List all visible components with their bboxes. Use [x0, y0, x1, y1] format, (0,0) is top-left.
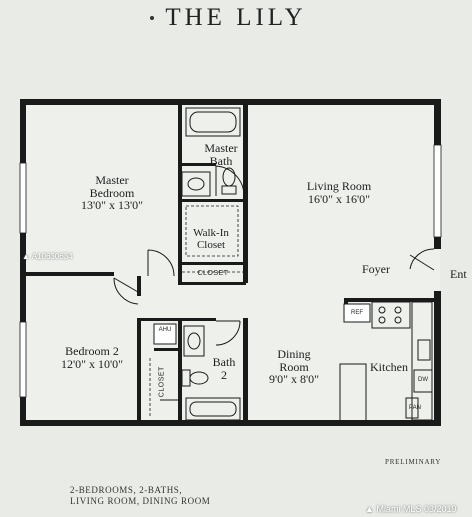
foyer-label: Foyer [362, 262, 390, 276]
tub-bath2 [185, 397, 241, 421]
kitchen-fixtures [339, 301, 433, 423]
bedroom2-closet-label: CLOSET [158, 366, 166, 398]
wall-bedrooms-divider [22, 272, 114, 276]
master-bath-label: Master Bath [204, 141, 238, 168]
mls-logo-icon: ▲ [22, 252, 30, 261]
plan-title: THE LILY [165, 4, 307, 31]
bedroom2-label: Bedroom 2 12'0" x 10'0" [60, 344, 124, 371]
kitchen-sink [417, 339, 431, 361]
dishwasher [413, 369, 433, 393]
refrigerator [343, 303, 371, 323]
kitchen-counter [411, 301, 433, 421]
window-living-room [433, 144, 442, 238]
hall-closet-label: CLOSET [197, 270, 229, 277]
tub-master [185, 107, 241, 137]
master-bedroom-label: Master Bedroom 13'0" x 13'0" [80, 173, 144, 213]
window-bedroom2 [19, 321, 27, 398]
kitchen-label: Kitchen [370, 360, 408, 374]
walk-in-closet-label: Walk-In Closet [193, 227, 229, 251]
dining-room-label: Dining Room 9'0" x 8'0" [268, 347, 320, 387]
pan-label: PAN [409, 405, 421, 411]
window-master-bedroom [19, 162, 27, 234]
kitchen-island [339, 363, 367, 423]
wall-bottom [20, 420, 441, 426]
sink-bath2 [183, 325, 205, 357]
cooktop [371, 301, 411, 329]
sink-master [181, 171, 211, 197]
plan-footer: 2-BEDROOMS, 2-BATHS, LIVING ROOM, DINING… [70, 485, 211, 506]
wall-kitchen-top [344, 298, 436, 302]
wall-right-lower [434, 291, 441, 426]
wall-left [20, 99, 26, 425]
entry-label: Ent [450, 267, 467, 281]
master-bath-fixtures [181, 107, 241, 197]
wall-master-bath-left [178, 103, 182, 283]
preliminary-note: PRELIMINARY [385, 458, 442, 466]
living-room-label: Living Room 16'0" x 16'0" [306, 179, 372, 206]
title-ornament [150, 16, 154, 20]
dw-label: DW [418, 377, 428, 383]
ahu-label: AHU [158, 327, 172, 333]
bath2-label: Bath 2 [212, 355, 236, 382]
ref-label: REF [351, 310, 363, 316]
wall-top [20, 99, 441, 105]
door-swings [113, 165, 435, 401]
windows [19, 144, 442, 398]
pantry [405, 397, 419, 419]
closet-rods [149, 205, 244, 418]
mls-brand-watermark: ▲ Miami MLS 03/2019 [365, 504, 457, 514]
mls-id-watermark: ▲ A10630634 [22, 252, 73, 261]
mls-logo-icon: ▲ [365, 504, 374, 514]
ahu-unit [153, 323, 177, 345]
bath2-fixtures [181, 325, 241, 421]
wall-master-bath-right [243, 103, 248, 283]
